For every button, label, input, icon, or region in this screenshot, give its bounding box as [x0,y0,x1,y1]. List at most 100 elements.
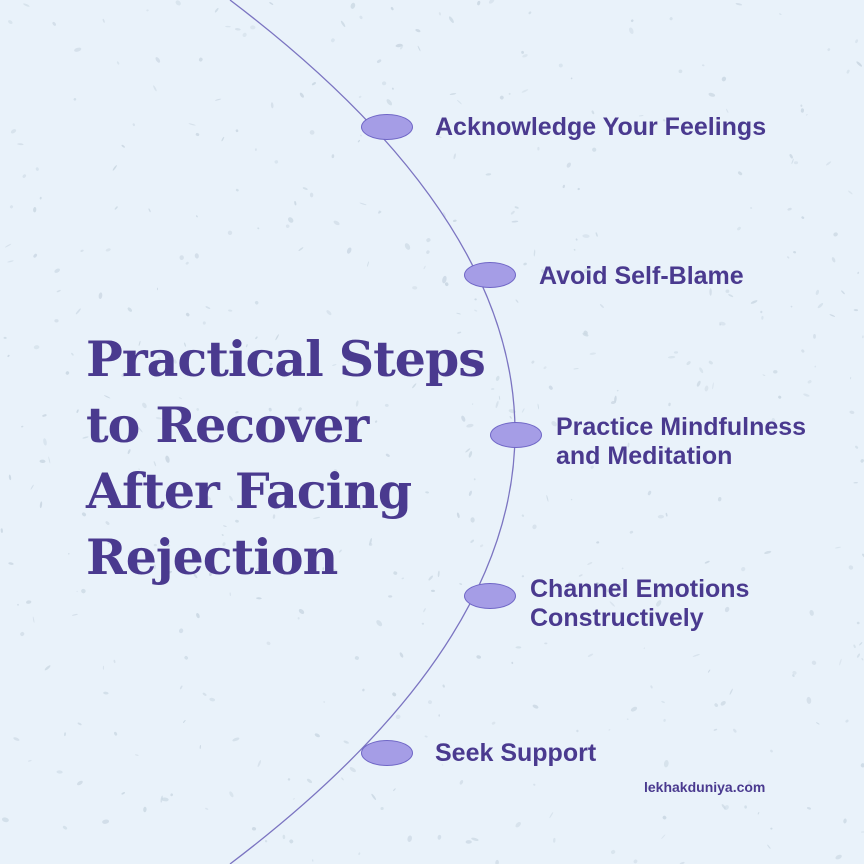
speckle [807,380,812,384]
speckle [663,760,669,768]
speckle [661,700,665,704]
speckle [856,61,863,67]
speckle [386,99,393,106]
speckle [800,104,803,107]
speckle [271,492,275,496]
speckle [721,76,727,82]
title-line-4: Rejection [86,528,338,586]
speckle [724,606,730,613]
speckle [56,289,61,293]
speckle [456,512,460,519]
speckle [583,268,590,273]
step-label-4: Channel Emotions Constructively [530,575,749,633]
speckle [708,360,713,365]
speckle [595,582,601,588]
speckle [107,540,110,545]
speckle [423,265,426,270]
speckle [367,261,369,267]
speckle [105,521,110,525]
speckle [103,691,109,695]
speckle [424,735,428,738]
speckle [457,99,462,105]
speckle [521,575,525,578]
speckle [269,362,272,366]
speckle [39,459,46,464]
speckle [757,811,760,815]
speckle [827,48,831,52]
speckle [509,416,512,419]
step-marker-5 [361,740,413,766]
speckle [346,247,352,254]
speckle [855,445,859,449]
speckle [257,227,260,230]
speckle [673,351,679,354]
speckle [358,852,361,856]
speckle [515,821,521,828]
speckle [576,729,579,733]
speckle [521,514,525,517]
speckle [35,167,39,171]
speckle [311,82,316,86]
speckle [577,187,580,191]
speckle [81,512,87,517]
speckle [448,16,454,23]
speckle [553,837,556,843]
speckle [270,102,274,109]
speckle [138,468,140,470]
speckle [521,408,525,413]
speckle [269,2,274,5]
speckle [747,780,752,785]
speckle [438,714,441,717]
speckle [663,718,666,722]
speckle [839,658,842,666]
speckle [32,616,35,623]
speckle [221,534,224,536]
speckle [255,336,258,340]
speckle [407,835,412,842]
speckle [570,498,573,501]
speckle [43,438,47,446]
speckle [73,98,77,101]
speckle [533,249,536,257]
speckle [508,92,511,95]
speckle [532,524,537,530]
speckle [610,850,616,854]
speckle [515,299,519,303]
speckle [121,144,125,148]
speckle [227,230,233,236]
speckle [399,652,404,658]
speckle [431,589,435,593]
speckle [77,780,83,786]
speckle [331,38,335,43]
speckle [65,371,70,375]
speckle [476,655,482,659]
speckle [311,859,314,862]
speckle [112,546,115,549]
speckle [358,95,362,99]
speckle [251,827,257,831]
speckle [477,0,481,6]
speckle [761,315,764,320]
speckle [771,417,776,425]
speckle [735,2,743,6]
speckle [459,583,463,585]
speckle [68,553,70,555]
speckle [792,674,795,677]
speckle [360,134,362,137]
speckle [194,253,199,259]
speckle [720,700,726,706]
speckle [298,247,304,252]
speckle [178,397,182,400]
speckle [825,161,832,166]
speckle [343,740,349,744]
speckle [470,517,475,523]
speckle [285,502,291,509]
speckle [498,395,501,400]
speckle [128,551,132,558]
speckle [692,653,700,657]
speckle [332,569,339,574]
speckle [860,459,864,463]
step-label-3: Practice Mindfulness and Meditation [556,413,806,471]
speckle [114,731,118,736]
speckle [158,356,161,363]
